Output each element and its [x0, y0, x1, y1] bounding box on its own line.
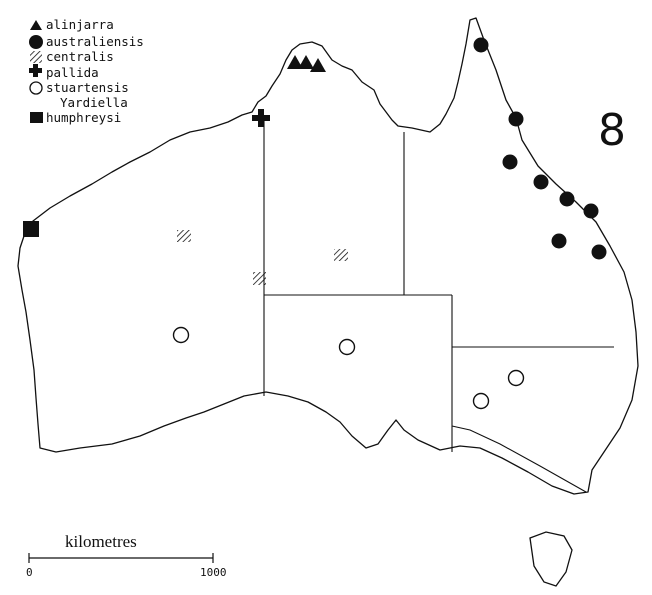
australiensis-marker — [583, 203, 599, 219]
australiensis-marker — [591, 244, 607, 260]
stuartensis-marker — [172, 326, 190, 344]
legend-label-humphreysi: humphreysi — [46, 110, 121, 125]
legend-label-yardiella: Yardiella — [60, 95, 128, 110]
triangle-legend-icon — [30, 20, 42, 30]
australiensis-marker — [502, 154, 518, 170]
stuartensis-marker — [507, 369, 525, 387]
australiensis-records — [473, 37, 607, 260]
australiensis-marker — [533, 174, 549, 190]
cross-legend-icon — [29, 64, 42, 77]
scale-end-label: 1000 — [200, 566, 227, 579]
stuartensis-marker — [472, 392, 490, 410]
australiensis-marker — [551, 233, 567, 249]
legend-label-pallida: pallida — [46, 65, 99, 80]
state-borders — [263, 118, 614, 493]
alinjarra-marker — [310, 58, 326, 72]
centralis-records — [177, 230, 348, 285]
stuartensis-records — [172, 326, 525, 410]
australiensis-marker — [559, 191, 575, 207]
alinjarra-records — [287, 55, 326, 72]
legend-label-centralis: centralis — [46, 49, 114, 64]
centralis-marker — [177, 230, 191, 242]
centralis-marker — [253, 272, 266, 285]
humphreysi-record — [23, 221, 39, 237]
australiensis-marker — [473, 37, 489, 53]
tasmania-outline — [529, 531, 573, 587]
figure-number: 8 — [598, 105, 626, 156]
pallida-record — [252, 109, 270, 127]
filled-circle-legend-icon — [29, 35, 43, 49]
scale-bar: kilometres 0 1000 — [26, 532, 227, 579]
legend-label-alinjarra: alinjarra — [46, 17, 114, 32]
legend-label-stuartensis: stuartensis — [46, 80, 129, 95]
alinjarra-marker — [287, 55, 303, 69]
legend: alinjarra australiensis centralis pallid… — [29, 17, 144, 125]
open-circle-legend-icon — [29, 81, 43, 95]
scale-title: kilometres — [65, 532, 137, 551]
filled-square-legend-icon — [30, 112, 43, 123]
hatched-legend-icon — [30, 51, 42, 63]
stuartensis-marker — [338, 338, 356, 356]
australiensis-marker — [508, 111, 524, 127]
alinjarra-marker — [298, 55, 314, 69]
legend-label-australiensis: australiensis — [46, 34, 144, 49]
scale-start-label: 0 — [26, 566, 33, 579]
centralis-marker — [334, 249, 348, 261]
